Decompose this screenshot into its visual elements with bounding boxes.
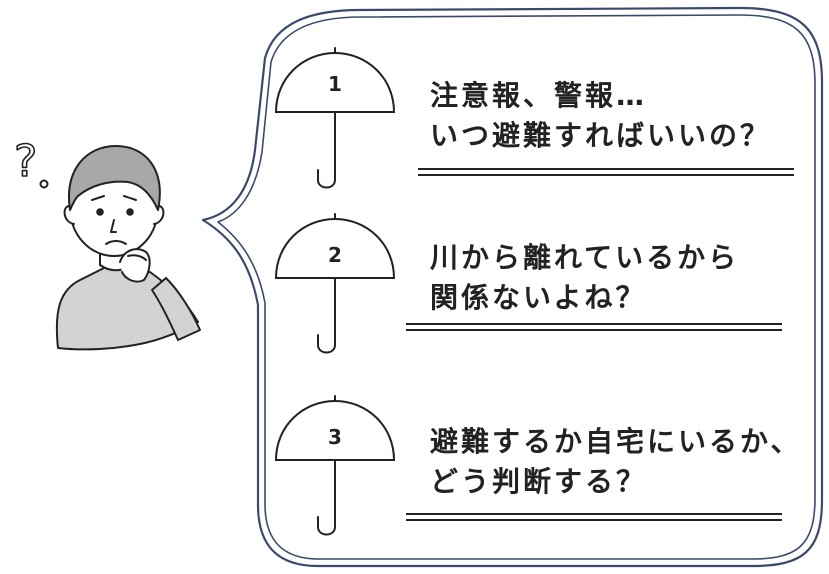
question-line: 関係ないよね？ [430, 281, 647, 314]
question-number: 3 [328, 425, 342, 449]
underline [418, 168, 794, 176]
question-number: 2 [328, 243, 342, 267]
hair [68, 145, 161, 211]
question-line: どう判断する？ [430, 465, 648, 498]
umbrella-icon [274, 213, 396, 354]
question-text: 川から離れているから 関係ないよね？ [430, 238, 739, 318]
question-line: 避難するか自宅にいるか、 [430, 425, 802, 458]
umbrella-icon [274, 395, 396, 536]
question-text: 注意報、警報… いつ避難すればいいの？ [430, 76, 771, 156]
underline [406, 513, 782, 521]
question-text: 避難するか自宅にいるか、 どう判断する？ [430, 422, 801, 502]
question-number: 1 [328, 72, 342, 96]
umbrella-icon [274, 47, 396, 189]
underline [406, 323, 782, 331]
thinking-person-illustration: ? [13, 135, 201, 351]
question-line: いつ避難すればいいの？ [430, 119, 772, 152]
speech-bubble [201, 6, 824, 568]
question-line: 川から離れているから [430, 241, 740, 274]
question-line: 注意報、警報… [430, 79, 648, 112]
question-mark-icon: ? [14, 136, 37, 187]
thought-dot [39, 179, 49, 189]
